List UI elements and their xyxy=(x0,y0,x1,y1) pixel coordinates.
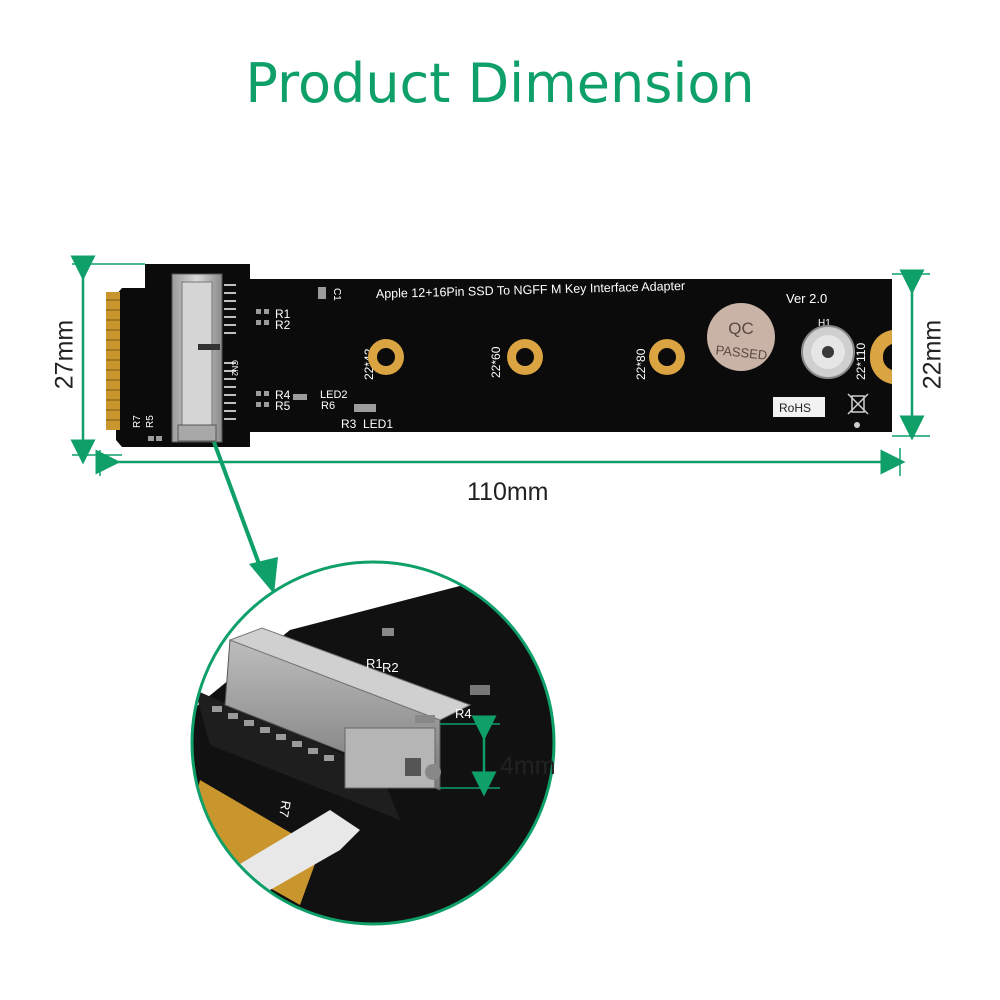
label-r5: R5 xyxy=(275,399,291,413)
gold-fingers xyxy=(106,292,120,430)
standoff-h1 xyxy=(801,325,855,379)
label-r6: R6 xyxy=(321,400,335,412)
dimension-lines xyxy=(70,255,930,476)
label-r3: R3 xyxy=(341,417,357,431)
smd-components xyxy=(148,287,376,441)
height-right-label: 22mm xyxy=(918,319,947,390)
qc-passed-sticker: QC PASSED xyxy=(707,303,775,371)
mount-label-80: 22*80 xyxy=(634,348,648,380)
label-c1: C1 xyxy=(331,288,342,301)
zoom-detail: R1 R2 R4 R7 xyxy=(190,560,556,926)
mount-holes xyxy=(368,330,892,384)
rohs-text: RoHS xyxy=(779,401,811,415)
label-cn2: CN2 xyxy=(230,360,239,377)
label-led1: LED1 xyxy=(363,417,393,431)
qc-text: QC xyxy=(728,319,754,338)
label-led2: LED2 xyxy=(320,389,348,401)
apple-ssd-connector xyxy=(171,273,236,443)
zoom-label-r1: R1 xyxy=(366,656,383,671)
height-left-label: 27mm xyxy=(50,319,79,390)
zoom-label-r2: R2 xyxy=(382,660,399,675)
connector-height-label: 4mm xyxy=(500,752,556,780)
rohs-mark: RoHS xyxy=(773,397,825,417)
mount-label-60: 22*60 xyxy=(489,346,503,378)
mount-label-110: 22*110 xyxy=(854,343,868,380)
weee-bin-icon xyxy=(847,393,869,415)
label-r4: R4 xyxy=(275,388,291,402)
page-title: Product Dimension xyxy=(245,52,755,115)
pcb-board: R1 R2 R4 R5 R6 LED2 R3 LED1 CN2 C1 R7 R5… xyxy=(106,264,892,447)
label-r2: R2 xyxy=(275,318,291,332)
label-r7: R7 xyxy=(132,415,143,428)
zoom-label-r7: R7 xyxy=(276,799,294,818)
length-label: 110mm xyxy=(467,478,549,506)
version-text: Ver 2.0 xyxy=(786,291,827,306)
hole-label: H1 xyxy=(818,318,831,329)
label-r1: R1 xyxy=(275,307,291,321)
zoom-pointer-arrow xyxy=(212,441,278,594)
passed-text: PASSED xyxy=(715,342,768,362)
zoom-label-r4: R4 xyxy=(455,706,472,721)
label-r5-vertical: R5 xyxy=(145,415,156,428)
